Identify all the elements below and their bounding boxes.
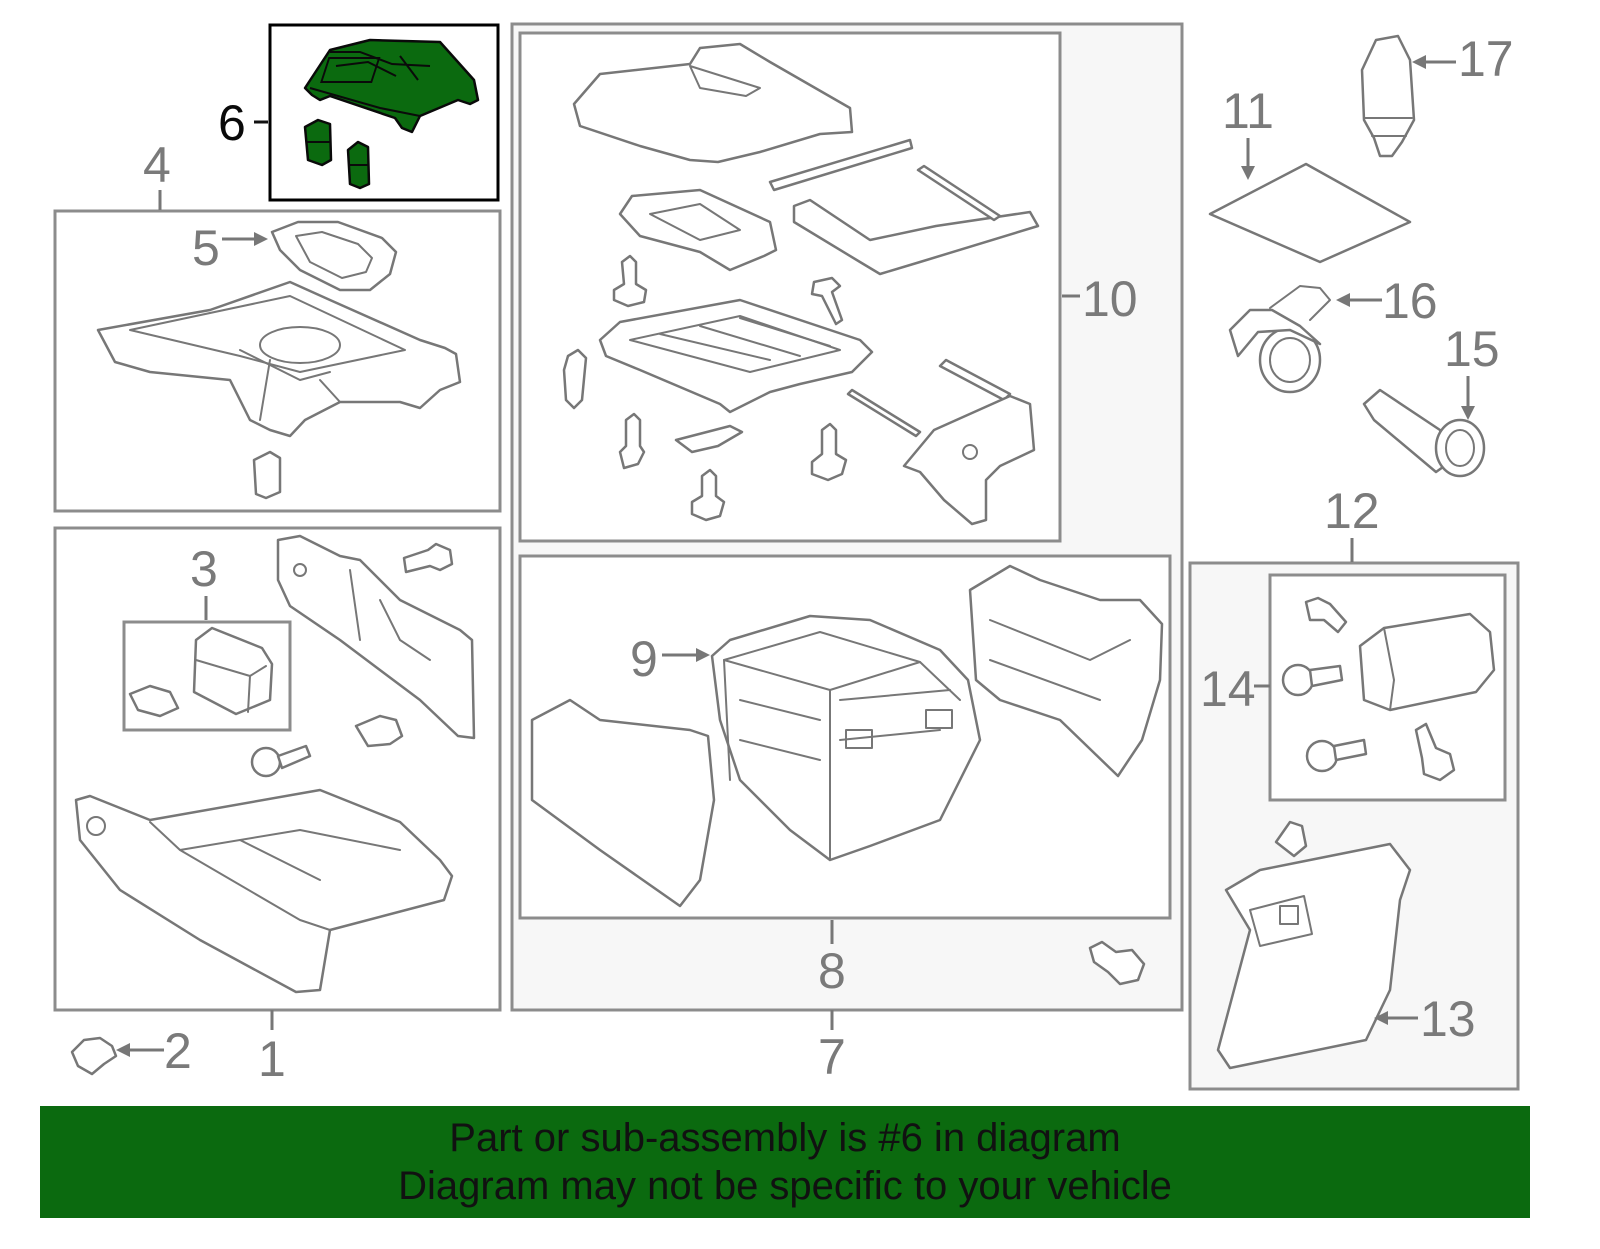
part-6-clip-right[interactable] (346, 140, 371, 190)
callout-15: 15 (1444, 321, 1500, 377)
part-10-tray[interactable] (618, 188, 778, 272)
part-1-screw[interactable] (402, 542, 454, 574)
callout-4: 4 (143, 137, 171, 193)
part-1-bolt[interactable] (250, 744, 312, 778)
callout-1: 1 (258, 1031, 286, 1087)
part-14-housing[interactable] (1358, 612, 1496, 712)
part-2-clip[interactable] (70, 1036, 118, 1076)
part-8-right-panel[interactable] (968, 564, 1164, 778)
part-14-bolt-b[interactable] (1281, 663, 1344, 697)
callout-5: 5 (192, 220, 220, 276)
arrow-2 (116, 1043, 164, 1057)
callout-12: 12 (1324, 483, 1380, 539)
callout-7: 7 (818, 1029, 846, 1085)
arrow-17 (1412, 55, 1456, 69)
banner-line-1: Part or sub-assembly is #6 in diagram (449, 1116, 1121, 1160)
part-4-clip[interactable] (252, 450, 282, 500)
info-banner: Part or sub-assembly is #6 in diagram Di… (40, 1106, 1530, 1218)
part-10-screw-c[interactable] (618, 412, 646, 470)
part-6-clip-left[interactable] (303, 118, 333, 167)
part-13-side-cover[interactable] (1216, 842, 1412, 1070)
part-10-frame[interactable] (792, 164, 1040, 276)
part-17-shift-knob[interactable] (1360, 34, 1416, 158)
part-10-clip-left[interactable] (562, 348, 588, 410)
arrow-13 (1374, 1011, 1418, 1025)
part-10-plate[interactable] (674, 424, 744, 454)
part-10-trim-strip[interactable] (768, 138, 914, 192)
callout-8: 8 (818, 943, 846, 999)
part-1-side-panel[interactable] (276, 534, 476, 740)
part-1-clip[interactable] (354, 714, 404, 748)
callout-17: 17 (1458, 31, 1514, 87)
part-3-bracket[interactable] (128, 626, 274, 718)
part-14-bolt-d[interactable] (1414, 722, 1456, 782)
arrow-11 (1241, 138, 1255, 180)
part-6-shifter-bezel[interactable] (303, 38, 480, 134)
part-4-console-upper[interactable] (96, 280, 462, 438)
part-14-bolt-c[interactable] (1305, 738, 1368, 773)
part-10-inner-tray[interactable] (598, 298, 874, 414)
callout-9: 9 (630, 631, 658, 687)
arrow-15 (1461, 376, 1475, 420)
callout-3: 3 (190, 541, 218, 597)
callout-6: 6 (218, 95, 246, 151)
arrow-9 (662, 648, 710, 662)
callout-14: 14 (1200, 661, 1256, 717)
part-15-lighter[interactable] (1362, 388, 1486, 478)
part-10-screw-b[interactable] (810, 276, 844, 326)
callout-10: 10 (1082, 271, 1138, 327)
part-5-bezel[interactable] (270, 220, 398, 292)
part-11-mat[interactable] (1208, 162, 1412, 264)
part-1-lower-tray[interactable] (74, 788, 454, 994)
callout-11: 11 (1222, 83, 1274, 139)
part-10-screw-a[interactable] (612, 254, 648, 308)
part-10-screw-d[interactable] (810, 422, 848, 482)
part-10-screw-e[interactable] (690, 468, 726, 522)
part-14-screw-a[interactable] (1304, 596, 1348, 634)
part-8-left-panel[interactable] (530, 698, 716, 908)
banner-line-2: Diagram may not be specific to your vehi… (398, 1164, 1172, 1208)
arrow-5 (222, 232, 268, 246)
part-10-armrest-lid[interactable] (572, 42, 854, 164)
part-16-socket[interactable] (1228, 285, 1331, 394)
part-13-clip[interactable] (1274, 820, 1308, 858)
arrow-16 (1336, 293, 1382, 307)
callout-2: 2 (164, 1023, 192, 1079)
callout-16: 16 (1382, 273, 1438, 329)
part-7-bolt[interactable] (1088, 940, 1146, 986)
part-10-latch-assembly[interactable] (846, 358, 1036, 526)
part-9-console-box[interactable] (710, 614, 982, 862)
callout-13: 13 (1420, 991, 1476, 1047)
